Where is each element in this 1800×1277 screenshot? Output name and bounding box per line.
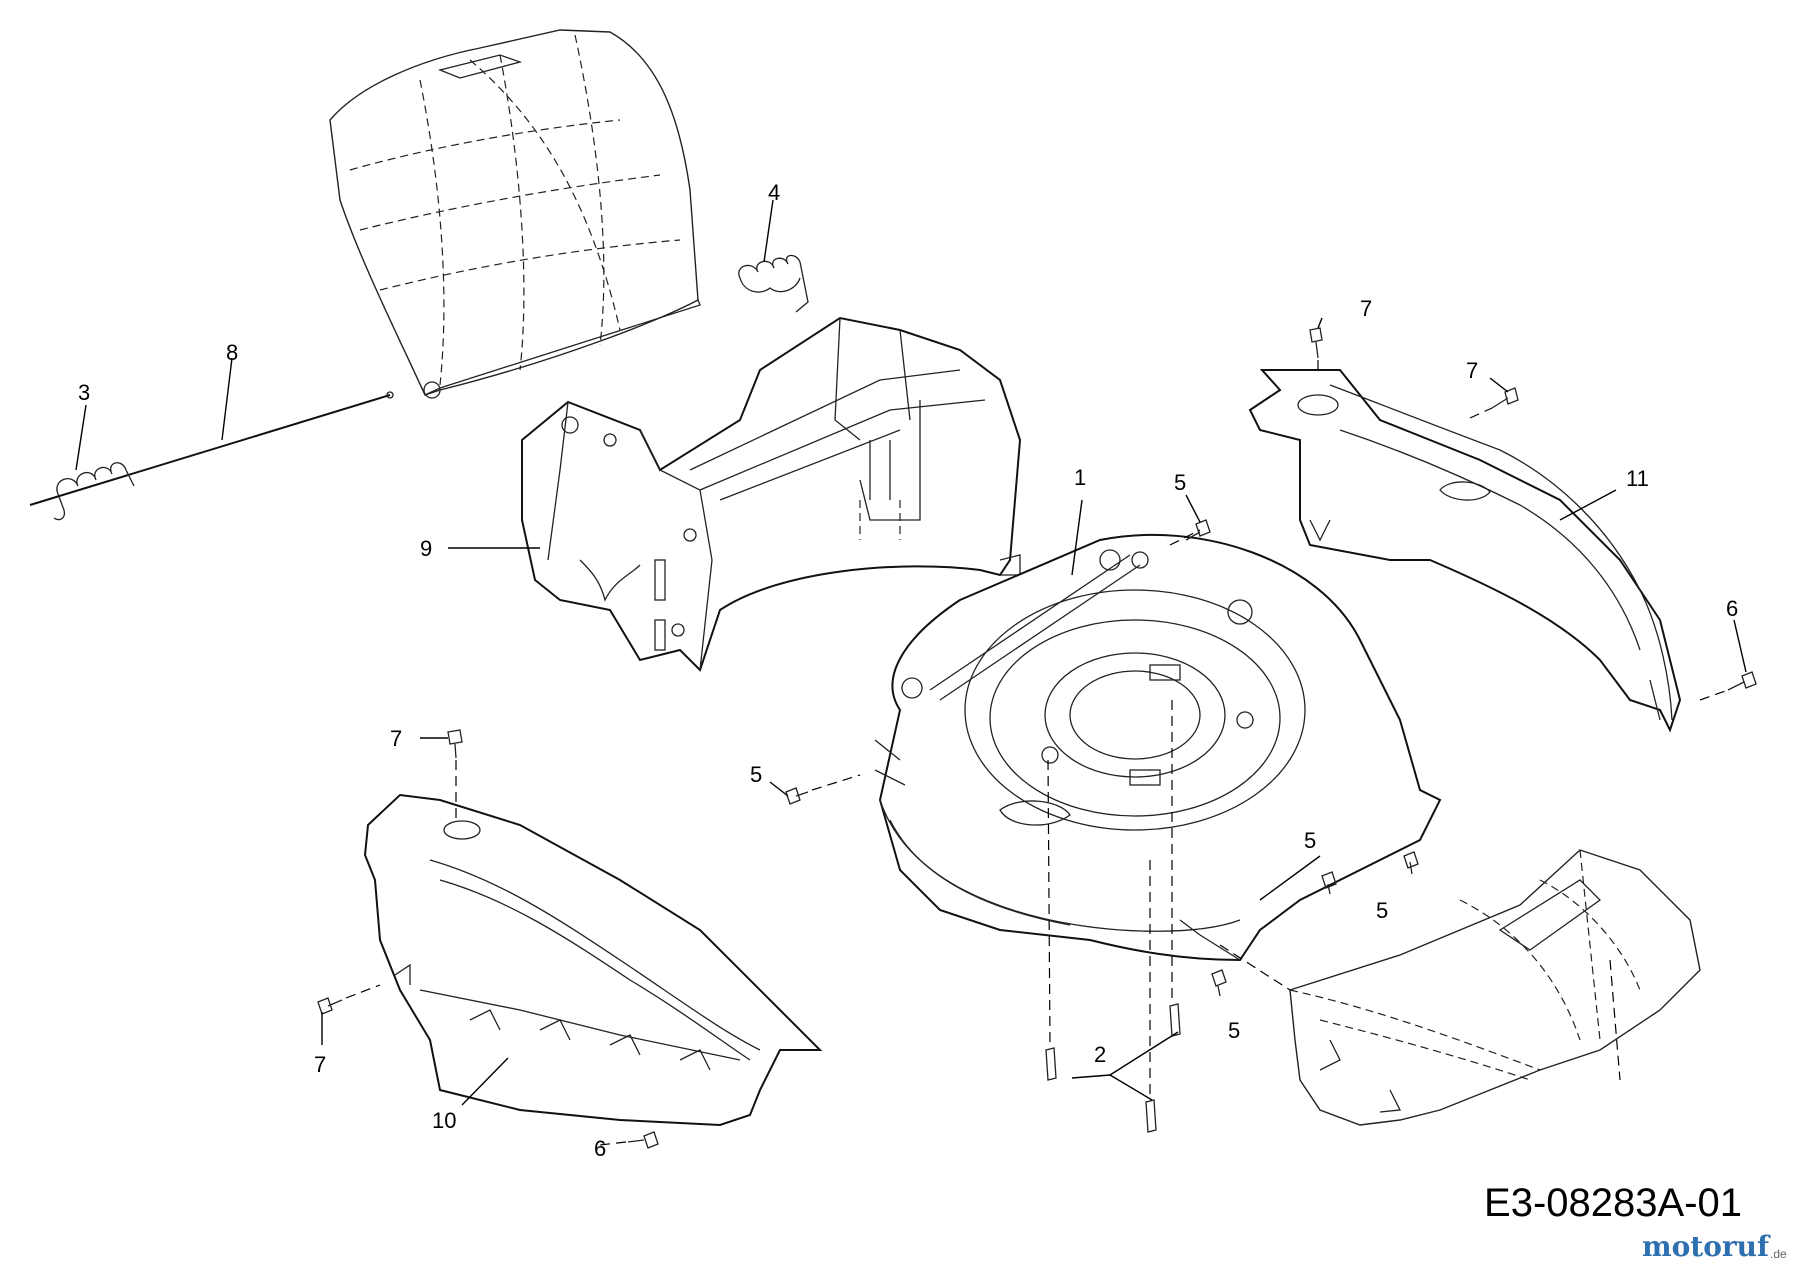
watermark-suffix: .de: [1770, 1247, 1787, 1261]
torsion-spring-left: [53, 462, 135, 521]
callout-11: 11: [1626, 466, 1649, 491]
screw-5-deck-top: [1185, 519, 1211, 541]
callout-labels: 1 2 3 4 5 5 5 5 5 6 6 7 7 7 7 8 9 10 11: [78, 180, 1738, 1161]
torsion-spring-top: [738, 254, 809, 313]
callout-6-bottom: 6: [594, 1136, 606, 1161]
screw-5-deck-left: [785, 787, 809, 805]
callout-6-right: 6: [1726, 596, 1738, 621]
callout-5-deck-left: 5: [750, 762, 762, 787]
callout-8: 8: [226, 340, 238, 365]
screw-5-bottom-mid: [1211, 969, 1227, 997]
callout-9: 9: [420, 536, 432, 561]
assembly-axes: [345, 360, 1729, 1146]
callout-3: 3: [78, 380, 90, 405]
screw-5-right-a: [1321, 871, 1337, 895]
screw-7-top-right: [1309, 327, 1323, 359]
callout-4: 4: [768, 180, 780, 205]
callout-5-right-b: 5: [1376, 898, 1388, 923]
right-side-cover: [1248, 369, 1682, 733]
rear-skirt: [1289, 849, 1701, 1126]
screw-7-mid-right: [1491, 387, 1519, 409]
mower-deck: [874, 533, 1442, 962]
screw-7-left-bottom: [317, 997, 343, 1015]
screw-6-bottom: [627, 1131, 659, 1149]
screw-5-right-b: [1403, 851, 1419, 875]
callout-5-bottom: 5: [1228, 1018, 1240, 1043]
watermark-brand: motoruf: [1642, 1230, 1771, 1263]
callout-7-left-bottom: 7: [314, 1052, 326, 1077]
screw-7-left-top: [447, 729, 463, 759]
callout-7-left-top: 7: [390, 726, 402, 751]
callout-5-deck-top: 5: [1174, 470, 1186, 495]
callout-7-top-right: 7: [1360, 296, 1372, 321]
hinge-rod: [29, 391, 394, 506]
callout-2: 2: [1094, 1042, 1106, 1067]
watermark-logo: motoruf .de: [1642, 1230, 1787, 1263]
rear-frame: [521, 316, 1022, 672]
callout-10: 10: [432, 1108, 456, 1133]
callout-5-right-a: 5: [1304, 828, 1316, 853]
grass-bag: [329, 29, 701, 399]
drawing-code: E3-08283A-01: [1484, 1181, 1742, 1225]
callout-1: 1: [1074, 465, 1086, 490]
screw-6-right: [1727, 671, 1757, 691]
bolts-2: [1045, 1003, 1181, 1133]
callout-7-mid-right: 7: [1466, 358, 1478, 383]
left-side-cover: [363, 793, 823, 1127]
leader-lines: [75, 199, 1747, 1106]
